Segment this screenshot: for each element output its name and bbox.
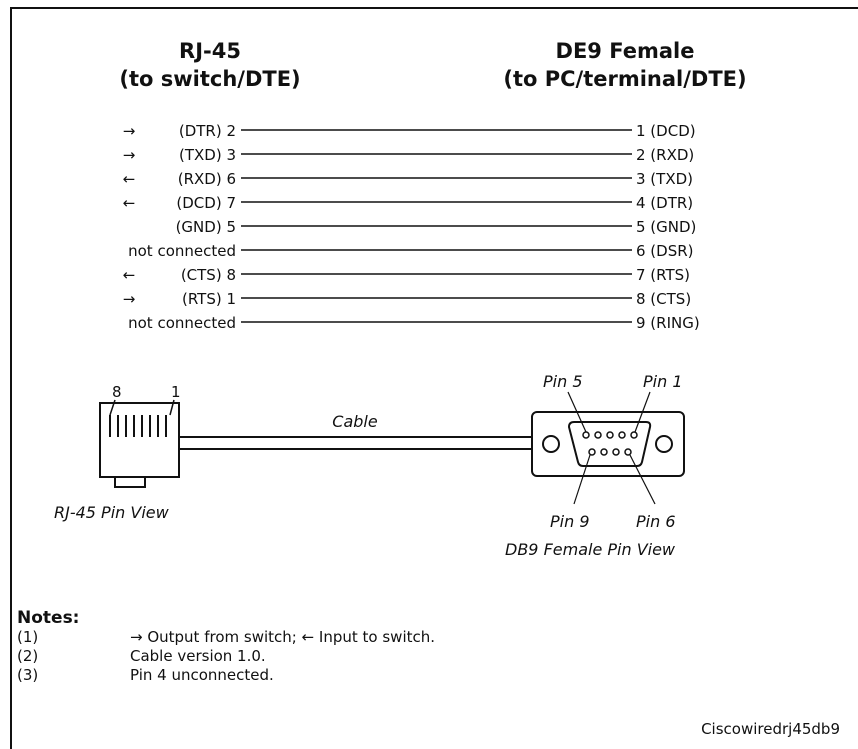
db9-pin-view-caption: DB9 Female Pin View — [505, 540, 676, 559]
note-number: (1) — [17, 628, 38, 646]
rj45-pin-label: not connected — [128, 314, 236, 332]
db9-pin-label: 7 (RTS) — [636, 266, 690, 284]
pinout-row: → (RTS) 1 8 (CTS) — [123, 290, 691, 308]
rj45-pin-label: (DCD) 7 — [176, 194, 236, 212]
direction-arrow-icon: ← — [123, 266, 136, 284]
rj45-pin-view-caption: RJ-45 Pin View — [54, 503, 170, 522]
rj45-pin-label: (DTR) 2 — [179, 122, 236, 140]
rj45-contact-pins — [109, 415, 167, 437]
db9-pin-label: 9 (RING) — [636, 314, 700, 332]
rj45-pin-label: (CTS) 8 — [181, 266, 236, 284]
db9-pin-label: 5 (GND) — [636, 218, 696, 236]
pinout-row: (GND) 5 5 (GND) — [176, 218, 697, 236]
pinout-row: ← (DCD) 7 4 (DTR) — [123, 194, 693, 212]
note-number: (2) — [17, 647, 38, 665]
db9-pin-label: 1 (DCD) — [636, 122, 696, 140]
rj45-pin-label: not connected — [128, 242, 236, 260]
left-connector-title: RJ-45 — [179, 39, 241, 63]
rj45-pin-label: (GND) 5 — [176, 218, 236, 236]
db9-pin-5-label: Pin 5 — [543, 372, 583, 391]
db9-socket-holes — [582, 431, 638, 456]
direction-arrow-icon: ← — [123, 194, 136, 212]
cable-label: Cable — [332, 412, 378, 431]
right-connector-subtitle: (to PC/terminal/DTE) — [503, 67, 746, 91]
notes-section: Notes: (1) → Output from switch; ← Input… — [17, 608, 435, 684]
rj45-pin-label: (RXD) 6 — [178, 170, 236, 188]
pinout-row: → (TXD) 3 2 (RXD) — [123, 146, 695, 164]
rj45-pin-8-label: 8 — [112, 383, 122, 401]
direction-arrow-icon: → — [123, 122, 136, 140]
direction-arrow-icon: → — [123, 290, 136, 308]
notes-title: Notes: — [17, 608, 79, 628]
db9-pin-leaders — [567, 391, 656, 505]
rj45-pin-1-label: 1 — [171, 383, 181, 401]
db9-pin-label: 2 (RXD) — [636, 146, 694, 164]
rj45-connector: 8 1 — [99, 383, 181, 488]
note-text: Cable version 1.0. — [130, 647, 266, 665]
direction-arrow-icon: ← — [123, 170, 136, 188]
rj45-pin-label: (RTS) 1 — [182, 290, 236, 308]
db9-pin-label: 3 (TXD) — [636, 170, 693, 188]
pinout-row: ← (RXD) 6 3 (TXD) — [123, 170, 693, 188]
rj45-pin-label: (TXD) 3 — [179, 146, 236, 164]
pinout-row: → (DTR) 2 1 (DCD) — [123, 122, 696, 140]
db9-pin-1-label: Pin 1 — [643, 372, 683, 391]
db9-pin-label: 4 (DTR) — [636, 194, 693, 212]
left-connector-subtitle: (to switch/DTE) — [119, 67, 300, 91]
db9-pin-label: 8 (CTS) — [636, 290, 691, 308]
db9-pin-6-label: Pin 6 — [636, 512, 676, 531]
right-connector-title: DE9 Female — [556, 39, 695, 63]
cable — [179, 436, 532, 450]
db9-pin-9-label: Pin 9 — [550, 512, 590, 531]
pinout-row: ← (CTS) 8 7 (RTS) — [123, 266, 690, 284]
figure-id-label: Ciscowiredrj45db9 — [701, 720, 840, 738]
db9-pin-label: 6 (DSR) — [636, 242, 694, 260]
pinout-table: → (DTR) 2 1 (DCD) → (TXD) 3 2 (RXD) ← (R… — [123, 122, 700, 332]
direction-arrow-icon: → — [123, 146, 136, 164]
db9-connector — [531, 391, 685, 505]
note-number: (3) — [17, 666, 38, 684]
note-text: → Output from switch; ← Input to switch. — [130, 628, 435, 646]
pinout-row: not connected 9 (RING) — [128, 314, 700, 332]
pinout-row: not connected 6 (DSR) — [128, 242, 693, 260]
note-text: Pin 4 unconnected. — [130, 666, 274, 684]
